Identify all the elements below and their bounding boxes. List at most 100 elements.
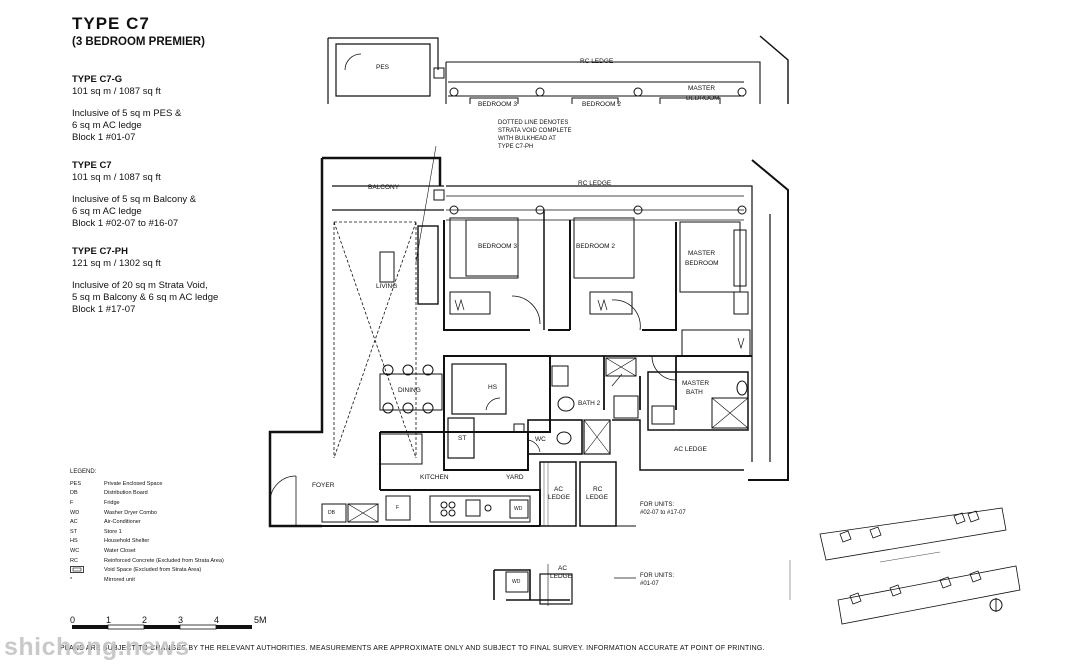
unit-line: Inclusive of 20 sq m Strata Void,: [72, 280, 208, 291]
legend-value: Distribution Board: [104, 490, 148, 497]
room-label-bedroom3: BEDROOM 3: [478, 101, 518, 108]
for-units-label: FOR UNITS:: [640, 502, 674, 508]
legend-item: ST Store 1: [70, 527, 224, 537]
room-label-ac-ledge: AC: [558, 565, 568, 572]
unit-line: Block 1 #17-07: [72, 304, 136, 315]
room-label-bedroom3: BEDROOM 3: [478, 243, 518, 250]
fixture-label-fridge: F: [396, 505, 400, 511]
unit-line: Block 1 #01-07: [72, 132, 136, 143]
fixture-label-wd: WD: [512, 579, 521, 585]
unit-area: 101 sq m / 1087 sq ft: [72, 86, 161, 97]
unit-name: TYPE C7-G: [72, 74, 123, 85]
unit-area: 101 sq m / 1087 sq ft: [72, 172, 161, 183]
main-floor-plan: [268, 145, 789, 528]
legend-key: RC: [70, 557, 78, 564]
legend-item: Void Space (Excluded from Strata Area): [70, 565, 224, 575]
legend-value: Washer Dryer Combo: [104, 509, 157, 516]
legend-item: AC Air-Conditioner: [70, 517, 224, 527]
void-note-line: WITH BULKHEAD AT: [498, 136, 556, 142]
legend-item: DB Distribution Board: [70, 489, 224, 499]
legend-value: Fridge: [104, 499, 120, 506]
legend-key: PES: [70, 480, 82, 487]
room-label-ac-ledge: LEDGE: [548, 494, 571, 501]
room-label-foyer: FOYER: [312, 482, 335, 489]
legend-item: F Fridge: [70, 498, 224, 508]
legend-item: PES Private Enclosed Space: [70, 479, 224, 489]
scale-label: 3: [178, 615, 184, 625]
legend-value: Void Space (Excluded from Strata Area): [104, 567, 202, 574]
room-label-master: MASTER: [688, 85, 716, 92]
legend-item: WC Water Closet: [70, 546, 224, 556]
void-note: DOTTED LINE DENOTES STRATA VOID COMPLETE…: [498, 119, 571, 151]
room-label-master: BEDROOM: [686, 95, 720, 102]
unit-line: Block 1 #02-07 to #16-07: [72, 218, 179, 229]
legend-value: Household Shelter: [104, 538, 150, 545]
for-units-value: #01-07: [640, 581, 659, 587]
scale-label: 5M: [254, 615, 267, 625]
legend-key: WC: [70, 547, 80, 554]
room-label-ac-ledge: LEDGE: [550, 573, 573, 580]
legend-key: WD: [70, 509, 80, 516]
legend-key: HS: [70, 538, 78, 545]
room-label-rc-ledge: RC LEDGE: [578, 180, 612, 187]
legend-item: *Mirrored unit: [70, 575, 224, 585]
unit-name: TYPE C7-PH: [72, 246, 128, 257]
unit-type-c7g: TYPE C7-G 101 sq m / 1087 sq ft Inclusiv…: [72, 74, 181, 144]
room-label-rc-ledge: RC: [593, 486, 603, 493]
unit-line: 6 sq m AC ledge: [72, 120, 142, 131]
room-label-rc-ledge: LEDGE: [586, 494, 609, 501]
legend-value: Water Closet: [104, 547, 136, 554]
scale-label: 4: [214, 615, 220, 625]
room-label-kitchen: KITCHEN: [420, 474, 449, 481]
unit-line: 6 sq m AC ledge: [72, 206, 142, 217]
room-label-master-bath: BATH: [686, 389, 703, 396]
unit-name: TYPE C7: [72, 160, 112, 171]
legend-item: HS Household Shelter: [70, 537, 224, 547]
unit-line: Inclusive of 5 sq m Balcony &: [72, 194, 197, 205]
scale-label: 2: [142, 615, 148, 625]
room-label-bath2: BATH 2: [578, 400, 601, 407]
legend-title: LEGEND:: [70, 469, 97, 475]
for-units-note: FOR UNITS: #02-07 to #17-07: [640, 501, 686, 517]
for-units-label: FOR UNITS:: [640, 573, 674, 579]
room-label-master: MASTER: [688, 250, 716, 257]
room-label-bedroom2: BEDROOM 2: [582, 101, 622, 108]
legend-item: RC Reinforced Concrete (Excluded from Str…: [70, 556, 224, 566]
void-note-line: DOTTED LINE DENOTES: [498, 120, 569, 126]
room-label-ac-ledge: AC LEDGE: [674, 446, 707, 453]
legend-item: WD Washer Dryer Combo: [70, 508, 224, 518]
site-key-plan: [789, 507, 1021, 625]
scale-label: 0: [70, 615, 76, 625]
for-units-value: #02-07 to #17-07: [640, 510, 686, 516]
unit-type-c7ph: TYPE C7-PH 121 sq m / 1302 sq ft Inclusi…: [72, 246, 218, 316]
legend-value: Private Enclosed Space: [104, 480, 163, 487]
legend-value: Store 1: [104, 528, 122, 535]
room-label-balcony: BALCONY: [368, 184, 400, 191]
room-label-master: BEDROOM: [685, 260, 719, 267]
void-space-icon: [70, 565, 104, 575]
room-label-pes: PES: [376, 64, 390, 71]
fixture-label-db: DB: [328, 510, 335, 516]
legend-key: *: [70, 576, 73, 583]
page-title: TYPE C7: [72, 14, 150, 33]
legend: LEGEND: PES Private Enclosed Space DB Dist…: [70, 469, 224, 585]
for-units-note: FOR UNITS: #01-07: [640, 572, 674, 588]
unit-line: Inclusive of 5 sq m PES &: [72, 108, 182, 119]
room-label-rc-ledge: RC LEDGE: [580, 58, 614, 65]
room-label-hs: HS: [488, 384, 498, 391]
disclaimer: PLANS ARE SUBJECT TO CHANGES BY THE RELE…: [60, 645, 765, 652]
page-subtitle: (3 BEDROOM PREMIER): [72, 36, 205, 48]
room-label-ac-ledge: AC: [554, 486, 564, 493]
unit-area: 121 sq m / 1302 sq ft: [72, 258, 161, 269]
legend-key: AC: [70, 519, 78, 526]
void-note-line: TYPE C7-PH: [498, 144, 534, 150]
void-note-line: STRATA VOID COMPLETE: [498, 128, 572, 134]
legend-value: Air-Conditioner: [104, 519, 141, 526]
legend-key: ST: [70, 528, 78, 535]
legend-key: DB: [70, 490, 78, 497]
ground-floor-plan: [327, 35, 789, 104]
legend-value: Reinforced Concrete (Excluded from Strat…: [104, 557, 224, 564]
north-arrow-icon: [989, 598, 1003, 612]
legend-key: F: [70, 499, 74, 506]
